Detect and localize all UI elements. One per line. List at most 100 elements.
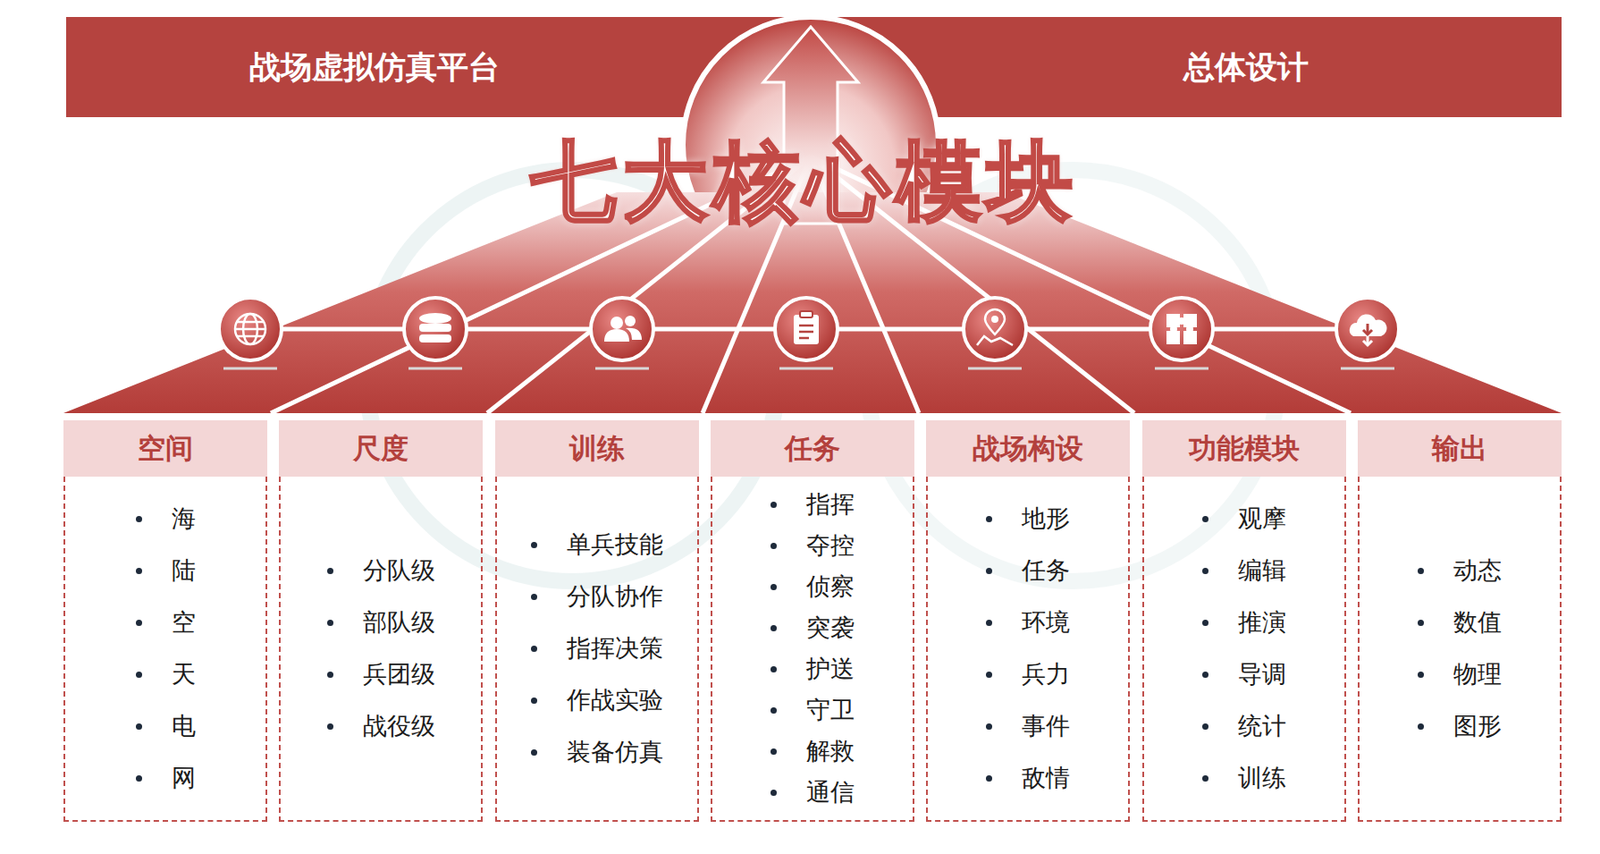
bullet-item: 任务 (985, 544, 1070, 597)
bullet-text: 图形 (1453, 709, 1502, 742)
bullet-text: 数值 (1453, 606, 1502, 639)
bullet-dot (770, 542, 777, 549)
bullet-text: 敌情 (1021, 761, 1070, 794)
module-column: 功能模块观摩编辑推演导调统计训练 (1142, 420, 1347, 822)
bullet-dot (327, 567, 334, 574)
column-header: 功能模块 (1142, 420, 1347, 477)
column-header: 训练 (495, 420, 699, 477)
bullet-item: 兵团级 (327, 648, 436, 700)
bullet-text: 空 (171, 606, 196, 639)
column-body: 地形任务环境兵力事件敌情 (926, 476, 1130, 822)
icon-globe (218, 297, 282, 369)
bullet-text: 指挥决策 (566, 631, 664, 665)
bullet-dot (327, 671, 334, 678)
bullet-item: 物理 (1417, 648, 1502, 700)
icon-clipboard (774, 297, 838, 369)
bullet-list: 地形任务环境兵力事件敌情 (985, 492, 1070, 804)
banner-text: 战场虚拟仿真平台 (249, 46, 500, 89)
bullet-dot (530, 541, 538, 548)
bullet-text: 地形 (1021, 502, 1070, 535)
banner-text: 总体设计 (1183, 46, 1309, 89)
bullet-dot (770, 501, 777, 508)
bullet-text: 护送 (806, 652, 855, 685)
bullet-text: 作战实验 (566, 683, 664, 716)
column-header: 输出 (1357, 420, 1562, 477)
column-title: 空间 (137, 429, 194, 468)
bullet-text: 分队级 (362, 554, 436, 587)
module-column: 空间海陆空天电网 (63, 420, 268, 822)
bullet-dot (1202, 671, 1209, 678)
bullet-item: 侦察 (770, 565, 855, 607)
column-body: 观摩编辑推演导调统计训练 (1142, 476, 1347, 822)
bullet-item: 通信 (770, 771, 855, 813)
bullet-text: 守卫 (806, 693, 855, 726)
bullet-dot (985, 515, 993, 523)
bullet-dot (985, 671, 993, 678)
column-header: 尺度 (278, 420, 483, 477)
bullet-text: 网 (171, 761, 196, 794)
bullet-dot (985, 723, 993, 730)
bullet-dot (1202, 774, 1209, 782)
banner-bar: 总体设计 (929, 16, 1562, 118)
bullet-dot (530, 593, 538, 600)
diagram-title: 七大核心模块 (530, 125, 1078, 242)
bullet-text: 单兵技能 (566, 528, 664, 561)
bullet-text: 突袭 (806, 611, 855, 644)
column-body: 单兵技能分队协作指挥决策作战实验装备仿真 (495, 476, 699, 822)
bullet-list: 海陆空天电网 (135, 492, 196, 804)
bullet-dot (530, 697, 538, 704)
bullet-dot (135, 723, 143, 730)
bullet-text: 导调 (1237, 657, 1287, 691)
bullet-dot (327, 723, 334, 730)
bullet-dot (985, 567, 993, 574)
bullet-item: 编辑 (1202, 544, 1287, 597)
module-column: 训练单兵技能分队协作指挥决策作战实验装备仿真 (495, 420, 699, 822)
bullet-dot (1202, 515, 1209, 523)
column-title: 输出 (1431, 429, 1488, 468)
module-column: 尺度分队级部队级兵团级战役级 (278, 420, 483, 822)
bullet-item: 突袭 (770, 606, 855, 649)
bullet-item: 海 (135, 492, 196, 545)
bullet-dot (770, 789, 777, 796)
icon-cloud-download (1336, 297, 1399, 369)
bullet-dot (985, 619, 993, 626)
column-header: 任务 (710, 420, 915, 477)
bullet-text: 动态 (1453, 554, 1502, 587)
bullet-list: 动态数值物理图形 (1417, 544, 1502, 752)
bullet-item: 夺控 (770, 524, 855, 566)
bullet-dot (1202, 619, 1209, 626)
bullet-item: 统计 (1202, 699, 1287, 752)
bullet-text: 指挥 (806, 488, 855, 521)
bullet-dot (770, 748, 777, 755)
bullet-dot (530, 749, 538, 756)
bullet-item: 作战实验 (530, 673, 664, 726)
bullet-text: 编辑 (1237, 554, 1287, 587)
bullet-text: 装备仿真 (566, 735, 664, 768)
bullet-item: 天 (135, 648, 196, 700)
bullet-dot (1417, 723, 1424, 730)
bullet-item: 单兵技能 (530, 518, 664, 571)
bullet-list: 分队级部队级兵团级战役级 (327, 544, 436, 752)
bullet-dot (327, 619, 334, 626)
bullet-item: 训练 (1202, 751, 1287, 804)
bullet-dot (985, 774, 993, 782)
icon-map-pin (963, 297, 1027, 369)
bullet-text: 天 (171, 657, 196, 691)
bullet-dot (770, 707, 777, 714)
bullet-item: 电 (135, 699, 196, 752)
bullet-text: 解救 (806, 734, 855, 767)
bullet-item: 指挥 (770, 483, 855, 525)
column-title: 任务 (784, 429, 841, 468)
bullet-item: 导调 (1202, 648, 1287, 700)
bullet-text: 训练 (1237, 761, 1287, 794)
bullet-item: 解救 (770, 730, 855, 772)
bullet-text: 侦察 (806, 570, 855, 603)
bullet-dot (135, 671, 143, 678)
bullet-dot (770, 624, 777, 632)
bullet-dot (1202, 723, 1209, 730)
bullet-text: 物理 (1453, 657, 1502, 691)
bullet-text: 海 (171, 502, 196, 535)
bullet-item: 网 (135, 751, 196, 804)
column-title: 战场构设 (972, 429, 1084, 468)
column-body: 指挥夺控侦察突袭护送守卫解救通信 (710, 476, 915, 822)
